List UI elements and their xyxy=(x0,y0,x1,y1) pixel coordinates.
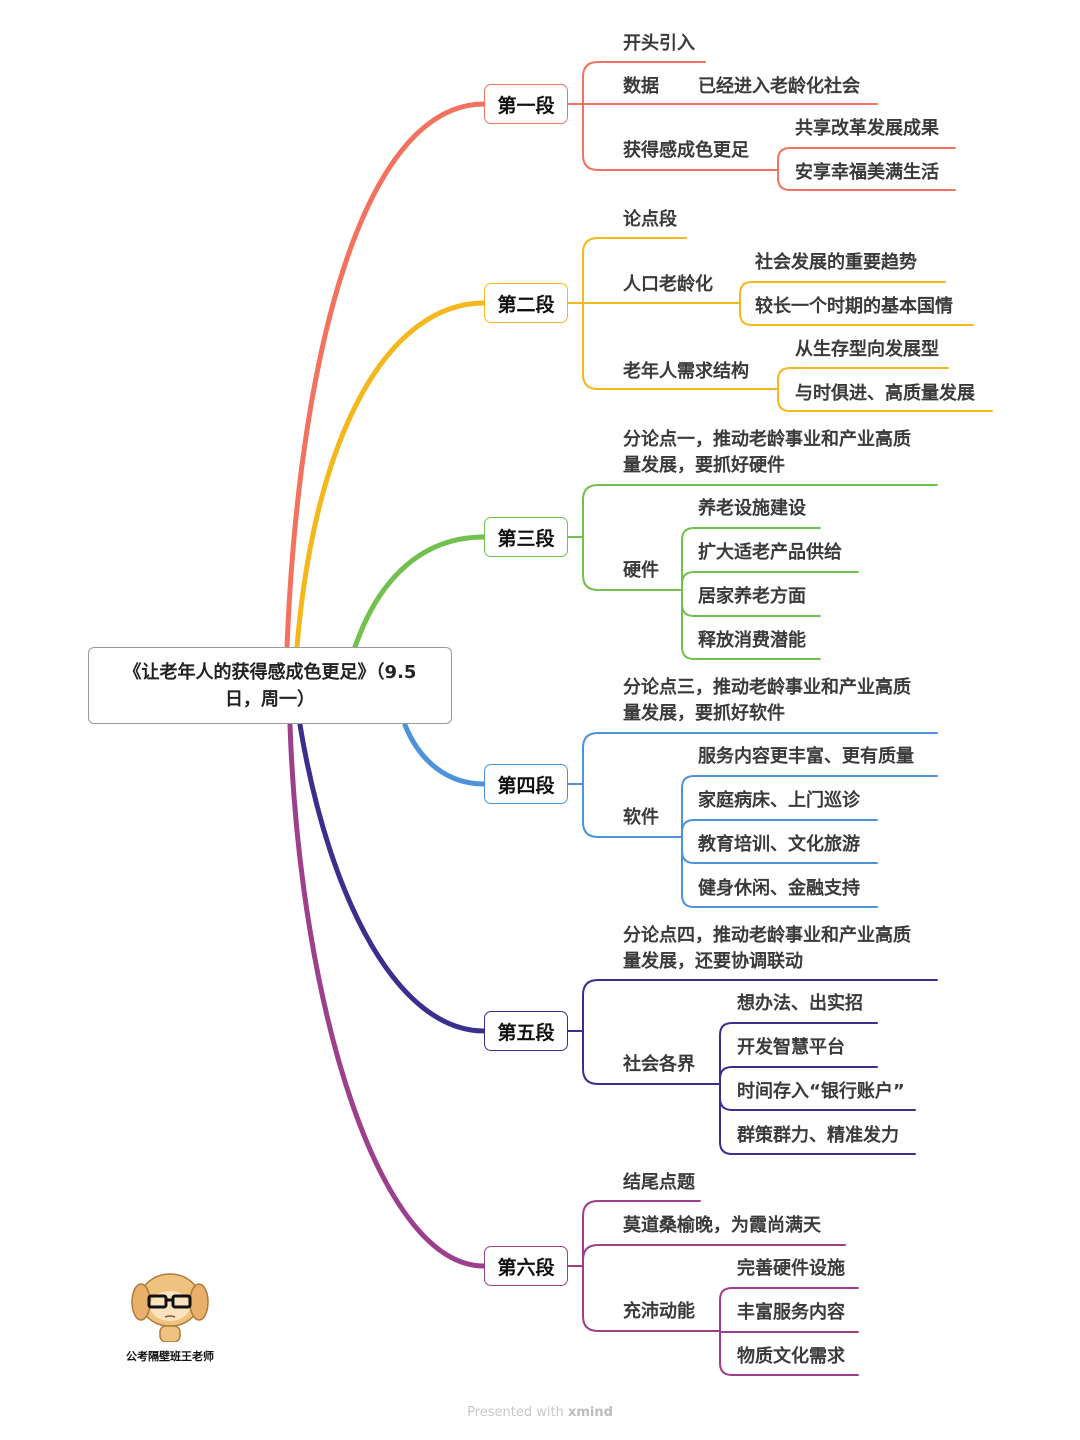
subtopic-underline xyxy=(719,1022,878,1085)
subtopic-label[interactable]: 养老设施建设 xyxy=(698,498,806,519)
topic-underline xyxy=(582,536,683,591)
subtopic-label[interactable]: 时间存入“银行账户” xyxy=(737,1081,905,1102)
main-branch-connector xyxy=(297,722,487,1034)
subtopic-label[interactable]: 物质文化需求 xyxy=(737,1346,845,1367)
section-node-3[interactable]: 第三段 xyxy=(484,517,568,557)
subtopic-label[interactable]: 丰富服务内容 xyxy=(737,1302,845,1323)
subtopic-label[interactable]: 与时俱进、高质量发展 xyxy=(795,383,975,404)
main-branch-connector xyxy=(402,722,487,787)
subtopic-underline xyxy=(681,589,821,660)
topic-label[interactable]: 软件 xyxy=(623,807,659,828)
author-logo: 公考隔壁班王老师 xyxy=(120,1270,220,1364)
topic-label[interactable]: 量发展，还要协调联动 xyxy=(623,951,803,972)
section-node-4[interactable]: 第四段 xyxy=(484,764,568,804)
subtopic-underline xyxy=(681,571,859,591)
main-branch-connector xyxy=(287,722,487,1269)
author-name: 公考隔壁班王老师 xyxy=(126,1350,214,1363)
subtopic-underline xyxy=(777,169,956,191)
topic-underline xyxy=(582,484,938,538)
footer-prefix: Presented with xyxy=(467,1405,564,1420)
subtopic-underline xyxy=(719,1287,859,1332)
subtopic-underline xyxy=(681,819,878,838)
topic-underline xyxy=(582,979,938,1032)
topic-underline xyxy=(582,103,779,171)
topic-label[interactable]: 莫道桑榆晚，为霞尚满天 xyxy=(623,1215,821,1236)
subtopic-label[interactable]: 家庭病床、上门巡诊 xyxy=(698,790,860,811)
subtopic-label[interactable]: 居家养老方面 xyxy=(698,586,806,607)
subtopic-underline xyxy=(719,1330,859,1333)
central-topic-line: 日，周一） xyxy=(225,688,315,710)
topic-label[interactable]: 社会各界 xyxy=(623,1054,695,1075)
topic-underline xyxy=(582,1030,721,1085)
section-node-5[interactable]: 第五段 xyxy=(484,1011,568,1051)
section-node-2[interactable]: 第二段 xyxy=(484,283,568,323)
subtopic-underline xyxy=(681,527,821,591)
central-topic[interactable]: 《让老年人的获得感成色更足》（9.5 日，周一） xyxy=(88,647,452,724)
subtopic-label[interactable]: 群策群力、精准发力 xyxy=(737,1125,899,1146)
topic-label[interactable]: 分论点一，推动老龄事业和产业高质 xyxy=(623,429,911,450)
main-branch-connector xyxy=(294,300,487,650)
main-branch-connector xyxy=(352,534,487,650)
topic-label[interactable]: 数据 xyxy=(623,76,659,97)
subtopic-label[interactable]: 扩大适老产品供给 xyxy=(698,542,842,563)
topic-label[interactable]: 结尾点题 xyxy=(623,1172,695,1193)
topic-label[interactable]: 量发展，要抓好硬件 xyxy=(623,455,785,476)
topic-underline xyxy=(582,783,683,838)
subtopic-underline xyxy=(739,281,946,304)
subtopic-underline xyxy=(681,775,938,838)
subtopic-label[interactable]: 共享改革发展成果 xyxy=(795,118,939,139)
topic-label[interactable]: 分论点三，推动老龄事业和产业高质 xyxy=(623,677,911,698)
topic-label[interactable]: 开头引入 xyxy=(623,33,695,54)
subtopic-underline xyxy=(777,388,993,412)
topic-underline xyxy=(582,1200,701,1267)
topic-underline xyxy=(582,1244,846,1267)
section-node-1[interactable]: 第一段 xyxy=(484,84,568,124)
xmind-brand: xmind xyxy=(567,1405,613,1420)
topic-label[interactable]: 充沛动能 xyxy=(623,1301,695,1322)
subtopic-underline xyxy=(719,1330,859,1376)
footer-credit: Presented with xmind xyxy=(0,1405,1080,1420)
topic-underline xyxy=(582,732,938,785)
central-topic-line: 《让老年人的获得感成色更足》（9.5 xyxy=(123,661,417,683)
subtopic-underline xyxy=(739,302,974,326)
subtopic-underline xyxy=(719,1083,916,1155)
subtopic-label[interactable]: 社会发展的重要趋势 xyxy=(755,252,917,273)
topic-label[interactable]: 老年人需求结构 xyxy=(623,361,749,382)
section-node-6[interactable]: 第六段 xyxy=(484,1246,568,1286)
topic-label[interactable]: 人口老龄化 xyxy=(623,274,713,295)
main-branch-connector xyxy=(284,101,487,650)
topic-label[interactable]: 量发展，要抓好软件 xyxy=(623,703,785,724)
topic-label[interactable]: 获得感成色更足 xyxy=(623,140,749,161)
topic-underline xyxy=(582,1265,721,1332)
subtopic-label[interactable]: 释放消费潜能 xyxy=(698,630,806,651)
subtopic-label[interactable]: 完善硬件设施 xyxy=(737,1258,845,1279)
subtopic-label[interactable]: 服务内容更丰富、更有质量 xyxy=(698,746,914,767)
subtopic-label[interactable]: 较长一个时期的基本国情 xyxy=(755,296,953,317)
topic-label[interactable]: 分论点四，推动老龄事业和产业高质 xyxy=(623,925,911,946)
subtopic-label[interactable]: 健身休闲、金融支持 xyxy=(698,878,860,899)
subtopic-underline xyxy=(719,1066,878,1085)
topic-label[interactable]: 论点段 xyxy=(623,209,677,230)
subtopic-underline xyxy=(681,836,878,908)
subtopic-label[interactable]: 开发智慧平台 xyxy=(737,1037,845,1058)
topic-underline xyxy=(582,237,687,304)
topic-underline xyxy=(582,61,706,105)
subtopic-underline xyxy=(777,367,949,390)
topic-label[interactable]: 硬件 xyxy=(623,560,659,581)
dog-mascot-icon xyxy=(131,1273,209,1343)
subtopic-label[interactable]: 教育培训、文化旅游 xyxy=(698,834,860,855)
subtopic-label[interactable]: 从生存型向发展型 xyxy=(795,339,939,360)
subtopic-label[interactable]: 安享幸福美满生活 xyxy=(795,162,939,183)
subtopic-underline xyxy=(777,147,956,171)
subtopic-label[interactable]: 想办法、出实招 xyxy=(737,993,863,1014)
topic-detail[interactable]: 已经进入老龄化社会 xyxy=(698,76,860,97)
topic-underline xyxy=(582,302,779,390)
